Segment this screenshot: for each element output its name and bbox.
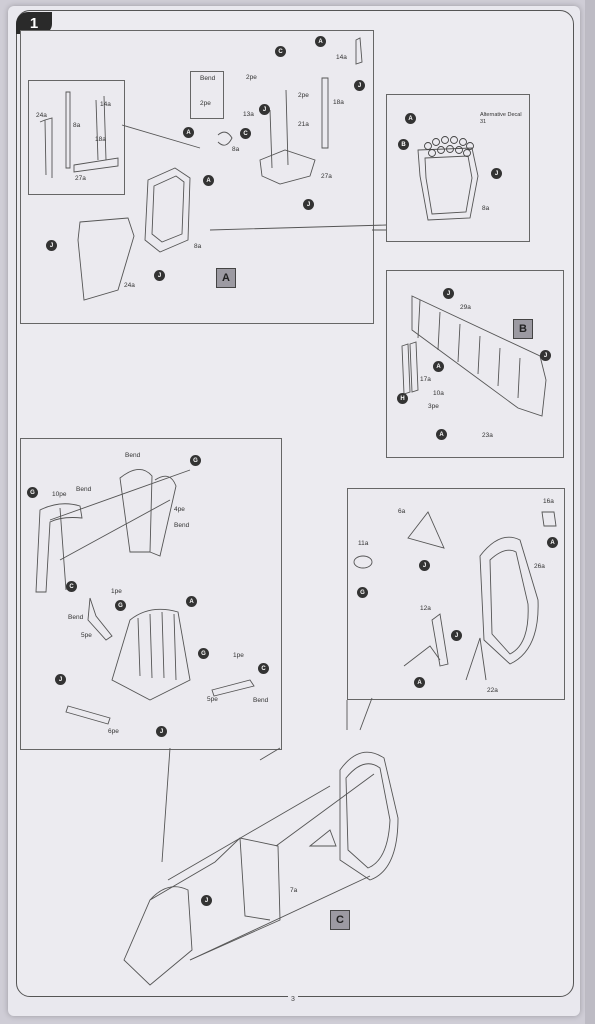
- callout-c: C: [275, 46, 286, 57]
- part-label: 5pe: [207, 696, 218, 703]
- part-label: 7a: [290, 887, 298, 894]
- part-label: 6pe: [108, 728, 119, 735]
- callout-a: A: [433, 361, 444, 372]
- callout-g: G: [190, 455, 201, 466]
- callout-a: A: [547, 537, 558, 548]
- adjacent-page-edge: [585, 0, 595, 1024]
- part-label: 2pe: [246, 74, 257, 81]
- part-label: 8a: [73, 122, 81, 129]
- callout-g: G: [357, 587, 368, 598]
- panel-a-inset-left: [28, 80, 125, 195]
- part-label: 29a: [460, 304, 471, 311]
- part-label: 26a: [534, 563, 545, 570]
- panel-a-inset-bend: [190, 71, 224, 119]
- callout-j: J: [201, 895, 212, 906]
- callout-h: H: [397, 393, 408, 404]
- part-label: 14a: [100, 101, 111, 108]
- part-label: 13a: [243, 111, 254, 118]
- callout-j: J: [46, 240, 57, 251]
- part-label: 23a: [482, 432, 493, 439]
- bend-label: Bend: [125, 452, 141, 459]
- part-label: 1pe: [111, 588, 122, 595]
- bend-label: Bend: [68, 614, 84, 621]
- inset-bend-title: Bend: [200, 75, 216, 82]
- part-label: 12a: [420, 605, 431, 612]
- callout-j: J: [443, 288, 454, 299]
- part-label: 11a: [358, 540, 369, 547]
- part-label: 4pe: [174, 506, 185, 513]
- inset-bend-part: 2pe: [200, 100, 211, 107]
- part-label: 27a: [321, 173, 332, 180]
- page-number: 3: [288, 996, 298, 1003]
- part-label: 10a: [433, 390, 444, 397]
- panel-frame-box: [347, 488, 565, 700]
- callout-j: J: [451, 630, 462, 641]
- part-label: 14a: [336, 54, 347, 61]
- part-label: 3pe: [428, 403, 439, 410]
- part-label: 8a: [232, 146, 240, 153]
- callout-a: A: [405, 113, 416, 124]
- part-label: 16a: [543, 498, 554, 505]
- part-label: 21a: [298, 121, 309, 128]
- panel-b-box: [386, 270, 564, 458]
- callout-j: J: [491, 168, 502, 179]
- part-label: 1pe: [233, 652, 244, 659]
- callout-c: C: [258, 663, 269, 674]
- callout-j: J: [303, 199, 314, 210]
- callout-c: C: [240, 128, 251, 139]
- assembly-c-badge: C: [330, 910, 350, 930]
- part-label: 2pe: [298, 92, 309, 99]
- callout-a: A: [186, 596, 197, 607]
- panel-a-badge: A: [216, 268, 236, 288]
- part-label: 8a: [194, 243, 202, 250]
- bend-label: Bend: [76, 486, 92, 493]
- part-label: 22a: [487, 687, 498, 694]
- callout-j: J: [354, 80, 365, 91]
- callout-j: J: [540, 350, 551, 361]
- callout-g: G: [27, 487, 38, 498]
- bend-label: Bend: [253, 697, 269, 704]
- callout-b: B: [398, 139, 409, 150]
- part-label: 18a: [95, 136, 106, 143]
- part-label: 17a: [420, 376, 431, 383]
- callout-a: A: [436, 429, 447, 440]
- callout-g: G: [198, 648, 209, 659]
- callout-g: G: [115, 600, 126, 611]
- part-label: 24a: [36, 112, 47, 119]
- step-number-badge: 1: [16, 12, 52, 34]
- callout-c: C: [66, 581, 77, 592]
- part-label: 6a: [398, 508, 406, 515]
- callout-j: J: [156, 726, 167, 737]
- callout-j: J: [154, 270, 165, 281]
- callout-a: A: [203, 175, 214, 186]
- callout-a: A: [315, 36, 326, 47]
- part-label: 27a: [75, 175, 86, 182]
- part-label: 5pe: [81, 632, 92, 639]
- part-label: 24a: [124, 282, 135, 289]
- callout-a: A: [183, 127, 194, 138]
- callout-j: J: [55, 674, 66, 685]
- callout-a: A: [414, 677, 425, 688]
- alternative-decal-note: Alternative Decal 31: [480, 112, 522, 125]
- panel-seat-box: [20, 438, 282, 750]
- bend-label: Bend: [174, 522, 190, 529]
- panel-b-badge: B: [513, 319, 533, 339]
- callout-j: J: [259, 104, 270, 115]
- part-label: 10pe: [52, 491, 67, 498]
- part-label: 8a: [482, 205, 490, 212]
- part-label: 18a: [333, 99, 344, 106]
- callout-j: J: [419, 560, 430, 571]
